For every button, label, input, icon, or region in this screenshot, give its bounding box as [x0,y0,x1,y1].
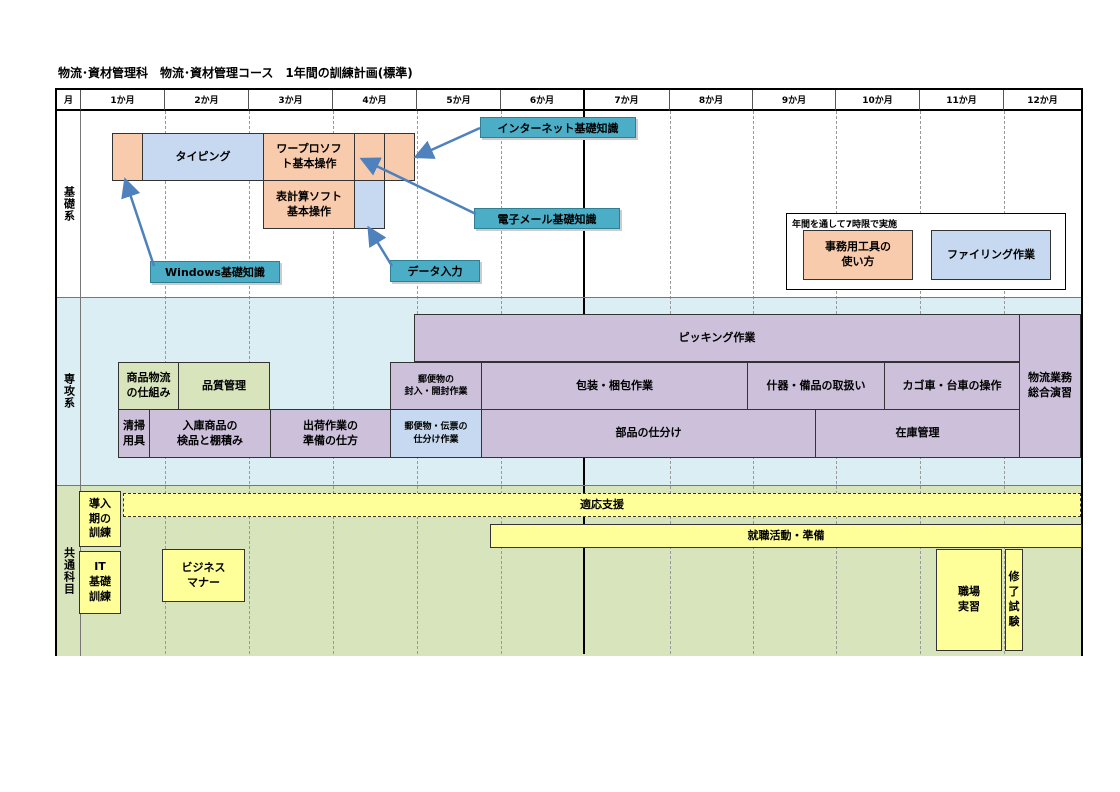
section-divider [57,485,1081,486]
block-data-entry [354,180,385,229]
callout-email: 電子メール基礎知識 [474,208,620,229]
block-spreadsheet: 表計算ソフト 基本操作 [263,180,355,229]
category-common: 共通科目 [57,485,81,656]
block-logistics-mechanism: 商品物流 の仕組み [118,362,179,410]
block-internet-a [354,133,385,181]
block-packing: 包装・梱包作業 [481,362,748,410]
header-month-label: 月 [57,90,81,111]
page-title: 物流･資材管理科 物流･資材管理コース 1年間の訓練計画(標準) [58,66,413,80]
block-mail-sorting: 郵便物・伝票の 仕分け作業 [390,409,482,458]
block-office-tools: 事務用工具の 使い方 [803,230,913,280]
block-mail-opening: 郵便物の 封入・開封作業 [390,362,482,410]
header-month-10: 10か月 [836,90,920,111]
block-parts-sorting: 部品の仕分け [481,409,816,458]
block-filing: ファイリング作業 [931,230,1051,280]
callout-internet: インターネット基礎知識 [480,117,636,138]
block-windows-basic [112,133,143,181]
header-month-2: 2か月 [165,90,249,111]
block-fixtures: 什器・備品の取扱い [747,362,885,410]
header-month-9: 9か月 [753,90,836,111]
header-month-5: 5か月 [417,90,501,111]
block-carts: カゴ車・台車の操作 [884,362,1020,410]
block-picking: ピッキング作業 [414,314,1020,362]
block-cleaning: 清掃 用具 [118,409,150,458]
header-month-3: 3か月 [249,90,333,111]
month-divider [333,111,334,654]
category-basic: 基礎系 [57,111,81,297]
header-month-7: 7か月 [584,90,670,111]
block-quality: 品質管理 [178,362,270,410]
section-divider [57,297,1081,298]
callout-windows: Windows基礎知識 [150,261,280,283]
block-internship: 職場 実習 [936,549,1002,651]
block-shipping: 出荷作業の 準備の仕方 [270,409,391,458]
block-inventory: 在庫管理 [815,409,1020,458]
callout-data-entry: データ入力 [390,260,480,282]
header-month-8: 8か月 [670,90,753,111]
block-completion-exam: 修 了 試 験 [1005,549,1023,651]
block-word-processing: ワープロソフ ト基本操作 [263,133,355,181]
block-job-hunting: 就職活動・準備 [490,524,1082,548]
header-month-1: 1か月 [81,90,165,111]
block-it-basic: IT 基礎 訓練 [79,551,121,614]
block-internet-b [384,133,415,181]
yearlong-note: 年間を通して7時限で実施 [792,220,897,230]
category-major: 専攻系 [57,297,81,485]
block-typing: タイピング [142,133,264,181]
block-comprehensive: 物流業務 総合演習 [1019,314,1081,458]
header-month-11: 11か月 [920,90,1004,111]
block-receiving: 入庫商品の 検品と棚積み [149,409,271,458]
header-month-12: 12か月 [1004,90,1081,111]
block-intro-training: 導入 期の 訓練 [79,491,121,547]
header-month-4: 4か月 [333,90,417,111]
block-adaptation: 適応支援 [123,493,1081,517]
block-business-manner: ビジネス マナー [162,549,245,602]
header-month-6: 6か月 [501,90,584,111]
